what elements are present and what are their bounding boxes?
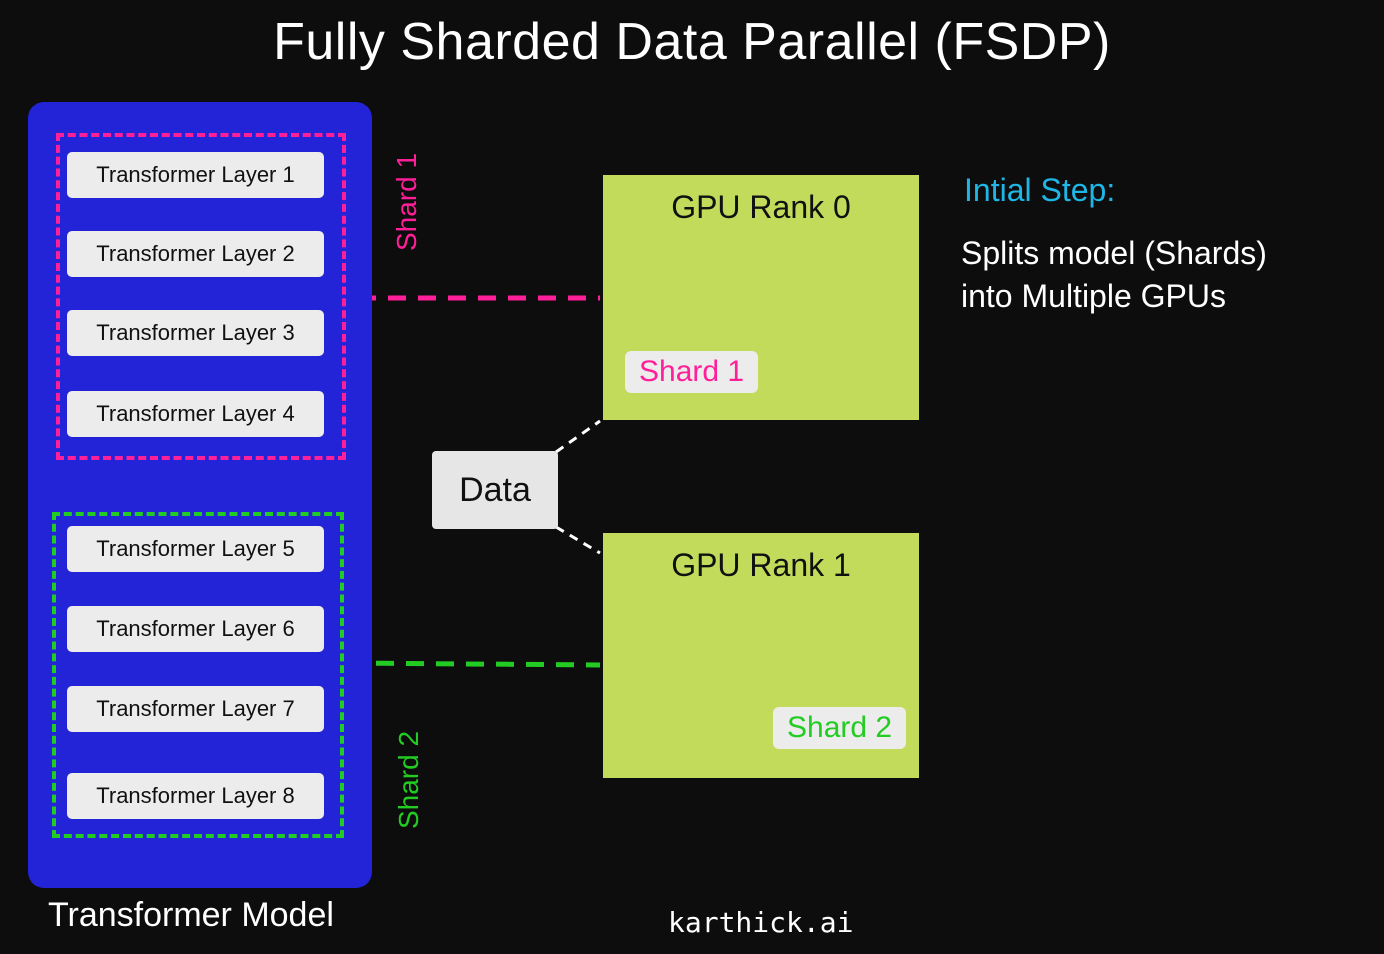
data-to-gpu1-connector: [555, 525, 601, 555]
data-box: Data: [432, 451, 558, 529]
page-title: Fully Sharded Data Parallel (FSDP): [273, 13, 1111, 71]
transformer-layer-2: Transformer Layer 2: [67, 231, 324, 277]
transformer-layer-3: Transformer Layer 3: [67, 310, 324, 356]
gpu-rank-1: GPU Rank 1 Shard 2: [603, 533, 919, 778]
shard-2-group: [52, 512, 344, 838]
shard-1-label: Shard 1: [391, 152, 422, 252]
model-label: Transformer Model: [48, 896, 334, 934]
gpu-rank-1-title: GPU Rank 1: [671, 547, 851, 583]
transformer-layer-5: Transformer Layer 5: [67, 526, 324, 572]
shard-2-connector: [345, 660, 601, 668]
transformer-layer-7: Transformer Layer 7: [67, 686, 324, 732]
shard-2-label: Shard 2: [393, 730, 424, 830]
gpu-rank-1-shard: Shard 2: [773, 707, 907, 749]
gpu-rank-0: GPU Rank 0 Shard 1: [603, 175, 919, 420]
data-to-gpu0-connector: [555, 419, 601, 454]
transformer-layer-8: Transformer Layer 8: [67, 773, 324, 819]
transformer-layer-1: Transformer Layer 1: [67, 152, 324, 198]
credit-watermark: karthick.ai: [668, 906, 854, 939]
step-description: Splits model (Shards) into Multiple GPUs: [961, 232, 1361, 318]
transformer-layer-4: Transformer Layer 4: [67, 391, 324, 437]
gpu-rank-0-title: GPU Rank 0: [671, 189, 851, 225]
gpu-rank-0-shard: Shard 1: [625, 351, 759, 393]
step-heading: Intial Step:: [964, 172, 1116, 208]
shard-1-group: [56, 133, 346, 460]
step-line-1: Splits model (Shards): [961, 235, 1267, 271]
transformer-layer-6: Transformer Layer 6: [67, 606, 324, 652]
step-line-2: into Multiple GPUs: [961, 278, 1226, 314]
